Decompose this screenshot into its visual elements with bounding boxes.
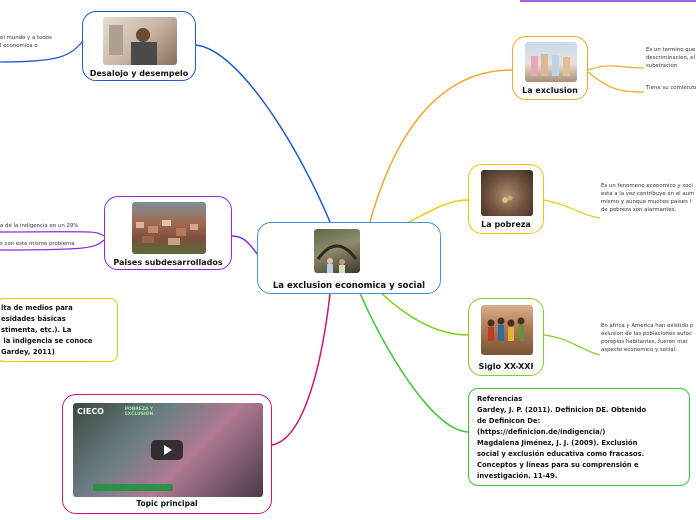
- paises-note-1: a de la indigencia en un 29%: [0, 223, 79, 229]
- siglo-image: [481, 305, 533, 355]
- topic-label: Topic principal: [136, 499, 198, 508]
- person-photo-icon: [109, 25, 157, 65]
- center-image: [314, 229, 360, 273]
- node-exclusion[interactable]: La exclusion: [512, 36, 588, 100]
- video-brand: CIECO: [77, 407, 104, 416]
- children-photo-icon: [487, 317, 525, 341]
- siglo-label: Siglo XX-XXI: [478, 362, 534, 371]
- node-siglo[interactable]: Siglo XX-XXI: [468, 298, 544, 376]
- pobreza-image: [481, 170, 533, 216]
- indigencia-note[interactable]: lta de medios para esidades básicas stim…: [0, 298, 118, 362]
- desalojo-note: el mundo y a todos l economica o: [0, 35, 52, 49]
- pobreza-label: La pobreza: [481, 220, 531, 229]
- node-desalojo[interactable]: Desalojo y desempelo: [82, 11, 196, 81]
- node-topic[interactable]: CIECO POBREZA Y EXCLUSION Topic principa…: [62, 394, 272, 514]
- referencias-note[interactable]: Referencias Gardey, J. P. (2011). Defini…: [468, 388, 690, 486]
- exclusion-note-2: Tiene su comienzo: [646, 85, 696, 91]
- play-icon: [164, 445, 172, 455]
- node-pobreza[interactable]: La pobreza: [468, 164, 544, 234]
- play-button[interactable]: [151, 440, 183, 460]
- pobreza-note: Es un fenomeno economico y soci esta a l…: [601, 183, 695, 213]
- desalojo-image: [103, 17, 177, 65]
- video-title: POBREZA Y EXCLUSION: [124, 407, 154, 417]
- desalojo-label: Desalojo y desempelo: [89, 69, 189, 78]
- exclusion-label: La exclusion: [522, 86, 578, 95]
- dolls-photo-icon: [531, 54, 570, 76]
- exclusion-image: [525, 42, 577, 82]
- paises-image: [132, 202, 206, 254]
- paises-note-2: s con este mismo problema: [0, 241, 75, 247]
- video-thumbnail[interactable]: CIECO POBREZA Y EXCLUSION: [73, 403, 263, 497]
- favela-photo-icon: [136, 220, 198, 245]
- paises-label: Paises subdesarrollados: [113, 258, 223, 267]
- people-photo-icon: [316, 244, 358, 273]
- exclusion-note-1: Es un termino que descriminacion, el sub…: [646, 47, 696, 69]
- center-topic[interactable]: La exclusion economica y social: [257, 222, 441, 294]
- hands-coins-icon: [502, 195, 513, 203]
- video-bottom-bar: [93, 484, 173, 491]
- siglo-note: En africa y America han existido p exlus…: [601, 323, 694, 353]
- node-paises[interactable]: Paises subdesarrollados: [104, 196, 232, 270]
- center-label: La exclusion economica y social: [272, 281, 426, 291]
